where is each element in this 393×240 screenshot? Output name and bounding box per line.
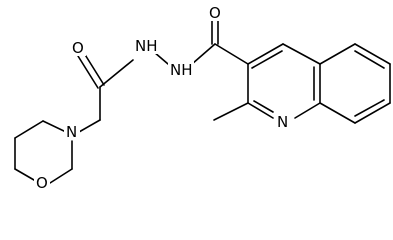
bond (247, 43, 284, 65)
bond (99, 59, 134, 88)
nh-label: NH (135, 37, 158, 55)
nitrogen-label: N (277, 113, 288, 131)
bond (282, 43, 321, 65)
bond (42, 120, 67, 133)
bond (213, 102, 249, 121)
bond (354, 102, 391, 124)
double-bond (354, 50, 385, 69)
quinoline-rings (213, 43, 391, 124)
bond (319, 43, 356, 65)
oxygen-label: O (209, 4, 221, 22)
molecule-diagram: O N O NH NH O N (14, 3, 391, 192)
nh-label: NH (170, 61, 193, 79)
double-bond (251, 50, 283, 69)
bond (14, 120, 44, 139)
bond (354, 43, 391, 65)
atom-labels: O N O NH NH O N (34, 3, 293, 192)
morpholine-ring (14, 120, 73, 184)
bond (49, 168, 73, 184)
bond (319, 102, 356, 124)
bond (247, 102, 274, 119)
structure-svg: O N O NH NH O N (14, 3, 391, 192)
oxygen-label: O (36, 174, 48, 192)
bond (14, 168, 35, 181)
double-bond (83, 52, 105, 86)
oxygen-label: O (72, 39, 84, 57)
bond (294, 102, 321, 119)
double-bond (354, 99, 385, 117)
double-bond (253, 100, 274, 113)
bond (191, 43, 216, 65)
double-bond (77, 55, 99, 89)
bond (214, 43, 249, 65)
nitrogen-label: N (66, 123, 77, 141)
bond (78, 119, 101, 133)
